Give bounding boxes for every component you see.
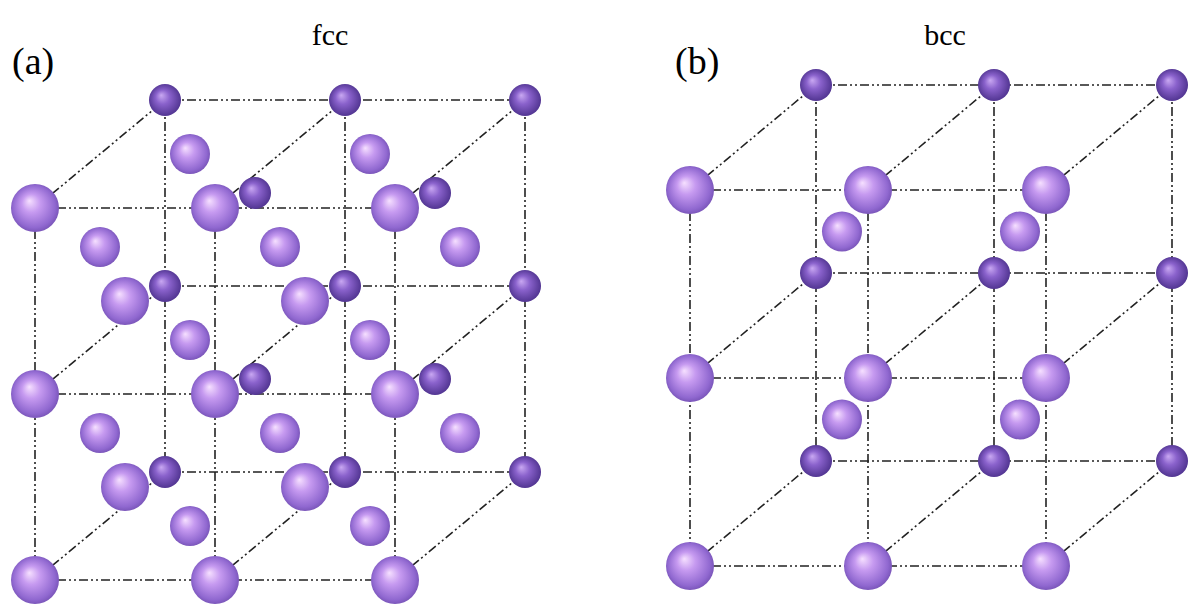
atom-sphere	[1000, 212, 1040, 252]
cell-edge	[690, 461, 816, 566]
atom-sphere	[1022, 354, 1070, 402]
atom-sphere	[239, 177, 271, 209]
atom-sphere	[419, 177, 451, 209]
atom-sphere	[11, 184, 59, 232]
atom-sphere	[329, 456, 361, 488]
atom-sphere	[978, 257, 1010, 289]
atom-sphere	[440, 227, 480, 267]
atom-sphere	[666, 542, 714, 590]
cell-edge	[868, 461, 994, 566]
atom-sphere	[800, 445, 832, 477]
atom-sphere	[666, 166, 714, 214]
atom-sphere	[239, 363, 271, 395]
atom-sphere	[371, 370, 419, 418]
atom-sphere	[440, 413, 480, 453]
atom-sphere	[1156, 445, 1188, 477]
atom-sphere	[800, 69, 832, 101]
atom-sphere	[1022, 542, 1070, 590]
atom-sphere	[371, 556, 419, 604]
atom-sphere	[1000, 400, 1040, 440]
atom-sphere	[509, 270, 541, 302]
atom-sphere	[281, 277, 329, 325]
atom-sphere	[509, 84, 541, 116]
atom-sphere	[170, 506, 210, 546]
panel-letter: (a)	[12, 42, 54, 80]
cell-edge	[868, 85, 994, 190]
atom-sphere	[822, 212, 862, 252]
atom-sphere	[350, 320, 390, 360]
atom-sphere	[191, 556, 239, 604]
atom-sphere	[329, 270, 361, 302]
atom-sphere	[350, 506, 390, 546]
cell-edge	[395, 100, 525, 208]
atom-sphere	[978, 445, 1010, 477]
cell-edge	[690, 85, 816, 190]
cell-edge	[35, 100, 165, 208]
atom-sphere	[350, 134, 390, 174]
bcc-lattice	[666, 69, 1188, 590]
structure-title: fcc	[312, 20, 349, 50]
atom-sphere	[80, 227, 120, 267]
atom-sphere	[191, 184, 239, 232]
atom-sphere	[844, 354, 892, 402]
atom-sphere	[822, 400, 862, 440]
atom-sphere	[149, 456, 181, 488]
cell-edge	[868, 273, 994, 378]
cell-edge	[215, 100, 345, 208]
atom-sphere	[11, 370, 59, 418]
atom-sphere	[149, 84, 181, 116]
atom-sphere	[11, 556, 59, 604]
cell-edge	[395, 472, 525, 580]
atom-sphere	[260, 413, 300, 453]
atom-sphere	[170, 134, 210, 174]
cell-edge	[1046, 85, 1172, 190]
atom-sphere	[800, 257, 832, 289]
atom-sphere	[666, 354, 714, 402]
atom-sphere	[978, 69, 1010, 101]
atom-sphere	[1022, 166, 1070, 214]
atom-sphere	[371, 184, 419, 232]
cell-edge	[1046, 461, 1172, 566]
atom-sphere	[101, 463, 149, 511]
structure-title: bcc	[924, 20, 966, 50]
atom-sphere	[1156, 69, 1188, 101]
atom-sphere	[509, 456, 541, 488]
atom-sphere	[170, 320, 210, 360]
atom-sphere	[281, 463, 329, 511]
atom-sphere	[1156, 257, 1188, 289]
fcc-lattice	[11, 84, 541, 604]
atom-sphere	[80, 413, 120, 453]
cell-edge	[690, 273, 816, 378]
cell-edge	[1046, 273, 1172, 378]
atom-sphere	[260, 227, 300, 267]
atom-sphere	[101, 277, 149, 325]
atom-sphere	[149, 270, 181, 302]
atom-sphere	[191, 370, 239, 418]
atom-sphere	[844, 542, 892, 590]
atom-sphere	[329, 84, 361, 116]
cell-edge	[395, 286, 525, 394]
atom-sphere	[419, 363, 451, 395]
panel-letter: (b)	[675, 42, 719, 80]
atom-sphere	[844, 166, 892, 214]
